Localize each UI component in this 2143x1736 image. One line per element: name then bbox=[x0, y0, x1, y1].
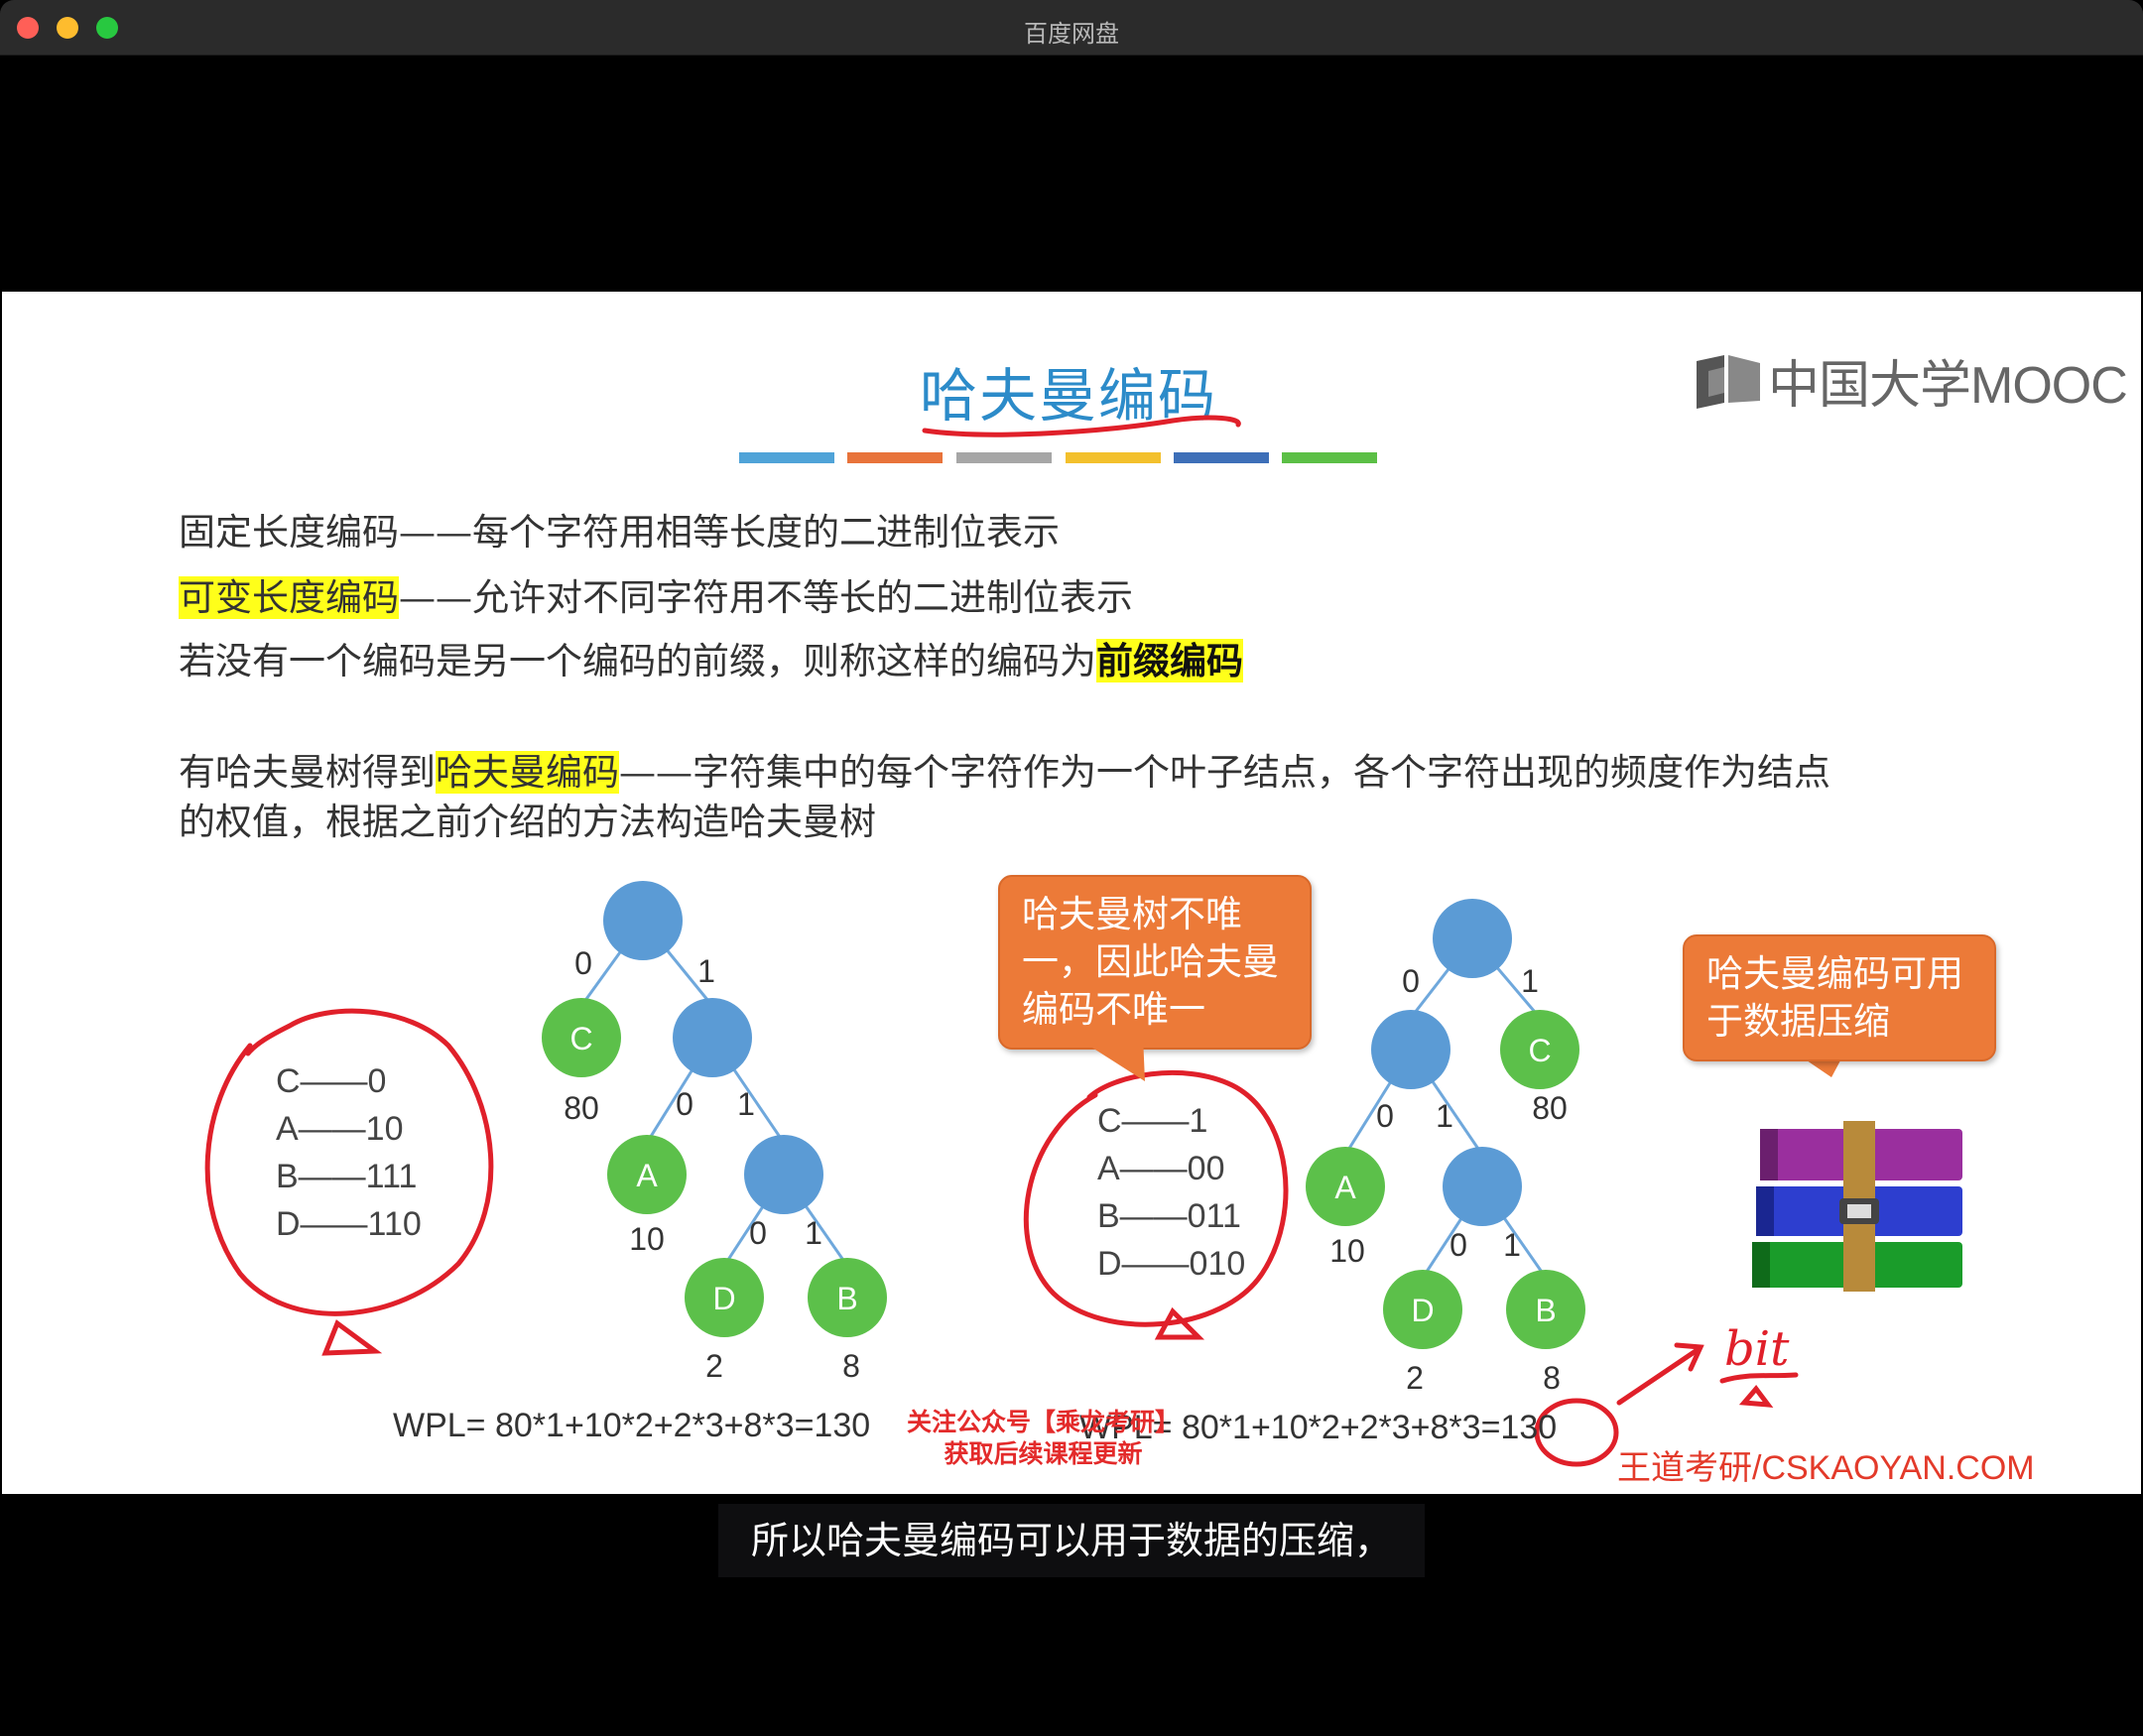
text-line-weight: 的权值，根据之前介绍的方法构造哈夫曼树 bbox=[179, 801, 876, 843]
tree1-leaf-a bbox=[607, 1135, 687, 1214]
tree1-edge-4: 0 bbox=[749, 1215, 767, 1251]
tree1-weight-b: 8 bbox=[842, 1348, 860, 1384]
tree2-edge-2: 0 bbox=[1376, 1098, 1394, 1134]
mooc-logo-text: 中国大学MOOC bbox=[1768, 357, 2128, 415]
huffman-trees-diagram: C A D B C A D B 0 1 0 1 0 1 80 10 2 bbox=[204, 881, 1799, 1467]
tree1-edge-1: 1 bbox=[697, 953, 715, 989]
minimize-button[interactable] bbox=[57, 17, 78, 39]
tree1-edge-3: 1 bbox=[737, 1086, 755, 1122]
tree1-leaf-b bbox=[808, 1258, 887, 1337]
close-button[interactable] bbox=[17, 17, 39, 39]
window-title: 百度网盘 bbox=[1024, 20, 1119, 48]
tree1-edge-2: 0 bbox=[676, 1086, 693, 1122]
tree2-leaf-b-label: B bbox=[1535, 1293, 1556, 1328]
tree2-leaf-d bbox=[1383, 1270, 1462, 1349]
tree1-inner-node-2 bbox=[744, 1135, 823, 1214]
text-line-variable-length: 可变长度编码——允许对不同字符用不等长的二进制位表示 bbox=[179, 567, 1133, 621]
wpl-formula-tree2: WPL= 80*1+10*2+2*3+8*3=130 bbox=[1079, 1409, 1558, 1446]
tree1-leaf-b-label: B bbox=[836, 1281, 857, 1316]
tree1-leaf-a-label: A bbox=[636, 1158, 658, 1193]
title-bar: 百度网盘 bbox=[0, 0, 2143, 56]
video-slide[interactable]: 哈夫曼编码 中国大学MOOC 固定长度编码——每个字符用相等长度的二进制位表示 … bbox=[2, 292, 2141, 1494]
tree2-weight-a: 10 bbox=[1329, 1233, 1365, 1269]
tree2-root-node bbox=[1433, 899, 1512, 978]
tree2-leaf-c bbox=[1500, 1010, 1579, 1089]
tree1-leaf-d bbox=[685, 1258, 764, 1337]
tree1-weight-c: 80 bbox=[564, 1090, 599, 1126]
tree2-edge-0: 0 bbox=[1402, 963, 1420, 999]
watermark-line-2: 获取后续课程更新 bbox=[944, 1439, 1143, 1468]
callout-compression: 哈夫曼编码可用于数据压缩 bbox=[1683, 934, 1996, 1061]
mooc-logo: 中国大学MOOC bbox=[1695, 343, 2128, 418]
callout-not-unique: 哈夫曼树不唯一，因此哈夫曼编码不唯一 bbox=[998, 875, 1312, 1050]
tree1-edge-0: 0 bbox=[574, 945, 592, 981]
tree1-code-b: B——111 bbox=[276, 1158, 418, 1195]
highlight-variable-length: 可变长度编码 bbox=[179, 576, 399, 619]
text-prefix-desc: 若没有一个编码是另一个编码的前缀，则称这样的编码为 bbox=[179, 640, 1096, 682]
wechat-watermark: 关注公众号【乘龙考研】 获取后续课程更新 bbox=[907, 1407, 1180, 1470]
wpl-formula-tree1: WPL= 80*1+10*2+2*3+8*3=130 bbox=[393, 1407, 871, 1444]
color-bar-3 bbox=[956, 452, 1052, 463]
tree1-leaf-d-label: D bbox=[712, 1281, 735, 1316]
tree1-weight-d: 2 bbox=[705, 1348, 723, 1384]
tree2-inner-node-2 bbox=[1443, 1147, 1522, 1226]
maximize-button[interactable] bbox=[96, 17, 118, 39]
color-bar-6 bbox=[1282, 452, 1377, 463]
tree2-weight-d: 2 bbox=[1406, 1360, 1424, 1396]
text-line-prefix-code: 若没有一个编码是另一个编码的前缀，则称这样的编码为前缀编码 bbox=[179, 631, 1243, 684]
tree1-leaf-c-label: C bbox=[569, 1021, 592, 1056]
tree2-code-b: B——011 bbox=[1097, 1197, 1241, 1235]
text-line-huffman-code: 有哈夫曼树得到哈夫曼编码——字符集中的每个字符作为一个叶子结点，各个字符出现的频… bbox=[179, 742, 1830, 796]
tree2-leaf-b bbox=[1506, 1270, 1585, 1349]
tree2-leaf-a-label: A bbox=[1334, 1170, 1356, 1205]
color-bar-4 bbox=[1066, 452, 1161, 463]
tree2-weight-b: 8 bbox=[1543, 1360, 1561, 1396]
tree2-edge-5: 1 bbox=[1503, 1227, 1521, 1263]
tree1-inner-node bbox=[673, 998, 752, 1077]
tree2-code-d: D——010 bbox=[1097, 1245, 1246, 1283]
text-line-fixed-length: 固定长度编码——每个字符用相等长度的二进制位表示 bbox=[179, 511, 1060, 554]
tree2-code-table: C——1 A——00 B——011 D——010 bbox=[1097, 1097, 1245, 1288]
tree1-code-c: C——0 bbox=[276, 1062, 387, 1100]
tree1-root-node bbox=[603, 881, 683, 960]
tree1-leaf-c bbox=[542, 998, 621, 1077]
winrar-archive-icon bbox=[1752, 1121, 1962, 1292]
tree2-edge-3: 1 bbox=[1436, 1098, 1453, 1134]
site-watermark: 王道考研/CSKAOYAN.COM bbox=[1617, 1449, 2035, 1487]
tree2-leaf-a bbox=[1306, 1147, 1385, 1226]
highlight-huffman-code: 哈夫曼编码 bbox=[436, 751, 619, 794]
tree2-code-c: C——1 bbox=[1097, 1102, 1208, 1140]
text-variable-length-desc: ——允许对不同字符用不等长的二进制位表示 bbox=[399, 576, 1133, 619]
tree2-code-a: A——00 bbox=[1097, 1150, 1225, 1187]
handwritten-bit: bit bbox=[1724, 1321, 1790, 1377]
text-huffman-pre: 有哈夫曼树得到 bbox=[179, 751, 436, 794]
tree2-leaf-d-label: D bbox=[1411, 1293, 1434, 1328]
tree1-code-a: A——10 bbox=[276, 1110, 404, 1148]
highlight-prefix-code: 前缀编码 bbox=[1096, 639, 1243, 682]
color-bar-5 bbox=[1174, 452, 1269, 463]
watermark-line-1: 关注公众号【乘龙考研】 bbox=[907, 1408, 1181, 1436]
tree1-code-d: D——110 bbox=[276, 1205, 422, 1243]
mooc-book-icon bbox=[1697, 354, 1760, 409]
color-bar-1 bbox=[739, 452, 834, 463]
text-huffman-rest: ——字符集中的每个字符作为一个叶子结点，各个字符出现的频度作为结点 bbox=[619, 751, 1830, 794]
color-bar-2 bbox=[847, 452, 943, 463]
tree1-weight-a: 10 bbox=[629, 1221, 665, 1257]
tree2-leaf-c-label: C bbox=[1528, 1033, 1551, 1068]
tree1-edge-5: 1 bbox=[805, 1215, 822, 1251]
tree2-edge-1: 1 bbox=[1521, 963, 1539, 999]
tree2-inner-node bbox=[1371, 1010, 1450, 1089]
video-subtitle: 所以哈夫曼编码可以用于数据的压缩， bbox=[718, 1504, 1425, 1577]
tree2-edge-4: 0 bbox=[1450, 1227, 1467, 1263]
tree1-code-table: C——0 A——10 B——111 D——110 bbox=[276, 1057, 422, 1248]
tree2-weight-c: 80 bbox=[1532, 1090, 1568, 1126]
